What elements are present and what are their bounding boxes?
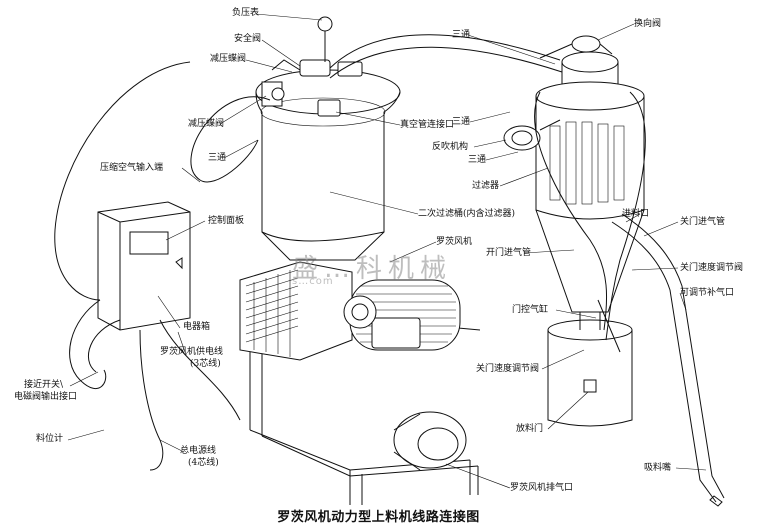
roots-blower (239, 261, 481, 505)
label-adjustable-air-port: 可调节补气口 (680, 288, 735, 298)
label-door-cylinder: 门控气缸 (512, 305, 549, 315)
label-proximity-switch: 接近开关\ (24, 380, 64, 390)
label-filter: 过滤器 (472, 181, 500, 191)
label-open-air-pipe: 开门进气管 (486, 248, 532, 258)
label-roots-power-line: 罗茨风机供电线 (160, 347, 224, 357)
label-reducing-valve-top: 减压蝶阀 (210, 54, 247, 64)
label-roots-exhaust: 罗茨风机排气口 (510, 483, 574, 493)
pressure-gauge-icon (317, 16, 333, 62)
backflush-mechanism (503, 119, 561, 151)
label-reversing-valve: 换向阀 (634, 19, 662, 29)
label-control-panel: 控制面板 (208, 216, 245, 226)
label-roots-blower: 罗茨风机 (436, 237, 473, 247)
label-tee-left: 三通 (208, 153, 227, 163)
label-roots-power-line-cores: (3芯线) (190, 359, 221, 369)
label-tee-mid: 三通 (452, 117, 471, 127)
label-discharge-door: 放料门 (516, 424, 544, 434)
cyclone-separator (535, 51, 645, 427)
watermark: 盛…科机械 (292, 254, 453, 284)
label-pressure-gauge: 负压表 (232, 8, 260, 18)
label-electrical-box: 电器箱 (183, 322, 211, 332)
label-secondary-filter-bucket: 二次过滤桶(内含过滤器) (418, 209, 516, 219)
label-backflush: 反吹机构 (432, 142, 469, 152)
leader-lines (67, 13, 707, 489)
label-main-power-line-cores: (4芯线) (188, 458, 219, 468)
label-close-air-pipe: 关门进气管 (680, 217, 726, 227)
label-suction-nozzle: 吸料嘴 (644, 463, 672, 473)
reducing-valve-icon (261, 59, 301, 107)
label-feed-inlet: 进料口 (622, 209, 650, 219)
label-compressed-air-inlet: 压缩空气输入端 (100, 163, 164, 173)
secondary-filter-bucket (255, 59, 401, 261)
diagram-caption: 罗茨风机动力型上料机线路连接图 (277, 510, 480, 525)
label-level-gauge: 料位计 (36, 434, 64, 444)
label-safety-valve: 安全阀 (234, 34, 262, 44)
label-main-power-line: 总电源线 (180, 446, 217, 456)
label-tee-top: 三通 (452, 30, 471, 40)
label-close-speed-valve: 关门速度调节阀 (680, 263, 744, 273)
label-reducing-valve-left: 减压蝶阀 (188, 119, 225, 129)
reversing-valve-icon (539, 35, 613, 59)
watermark-sub: s…com (292, 276, 334, 287)
label-vacuum-connection: 真空管连接口 (400, 120, 455, 130)
label-close-speed-valve2: 关门速度调节阀 (476, 364, 540, 374)
control-cabinet-icon (97, 201, 191, 331)
label-solenoid-output: 电磁阀输出接口 (14, 392, 78, 402)
motor-terminal-box (371, 317, 421, 349)
label-tee-lower: 三通 (468, 155, 487, 165)
